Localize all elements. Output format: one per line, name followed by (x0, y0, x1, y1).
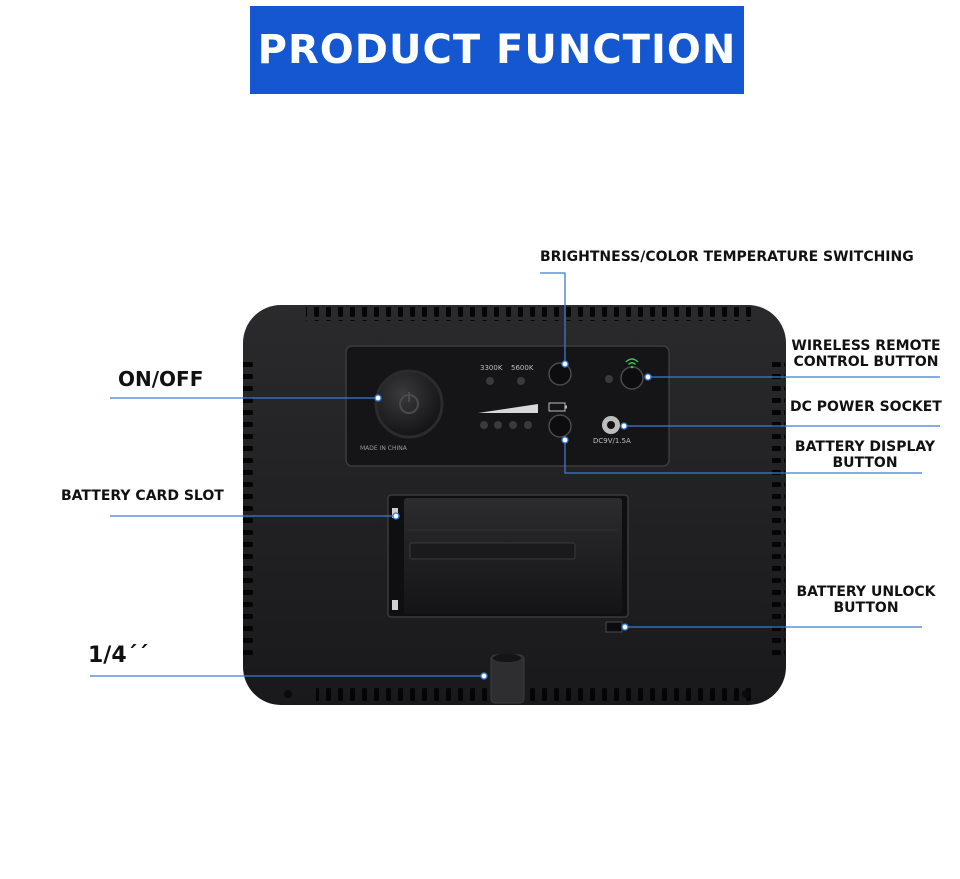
battery-ridge (409, 542, 576, 560)
callout-battery-unlock-line2: BUTTON (833, 600, 899, 616)
battery-unlock-button[interactable] (605, 621, 623, 633)
wifi-icon (625, 358, 639, 365)
led-3300k (486, 377, 494, 385)
status-led (605, 375, 613, 383)
callout-battery-display-line1: BATTERY DISPLAY (794, 439, 936, 455)
brightness-ramp (478, 404, 538, 413)
battery-display-button[interactable] (548, 414, 572, 438)
vent-bottom (316, 688, 756, 702)
wireless-remote-button[interactable] (620, 366, 644, 390)
page-title: PRODUCT FUNCTION (257, 27, 737, 73)
vent-top (306, 307, 754, 321)
slot-contact (392, 600, 398, 610)
callout-onoff: ON/OFF (118, 367, 204, 391)
callout-battery-unlock: BATTERY UNLOCK BUTTON (788, 584, 944, 616)
label-3300k: 3300K (480, 364, 503, 372)
callout-battery-unlock-line1: BATTERY UNLOCK (796, 584, 936, 600)
screw-hole (284, 690, 292, 698)
brightness-led (480, 421, 488, 429)
led-5600k (517, 377, 525, 385)
dc-rating-label: DC9V/1.5A (593, 437, 631, 445)
brightness-led (524, 421, 532, 429)
callout-battery-slot: BATTERY CARD SLOT (61, 488, 224, 504)
callout-brightness: BRIGHTNESS/COLOR TEMPERATURE SWITCHING (540, 249, 914, 265)
made-in-label: MADE IN CHINA (360, 445, 408, 452)
leader-dots (374, 360, 652, 680)
power-knob[interactable] (374, 369, 444, 439)
callout-battery-display: BATTERY DISPLAY BUTTON (788, 439, 942, 471)
vent-right (772, 362, 785, 662)
callout-battery-display-line2: BUTTON (832, 455, 898, 471)
callout-wireless-line2: CONTROL BUTTON (793, 354, 939, 370)
leader-lines (90, 272, 940, 677)
callout-wireless-line1: WIRELESS REMOTE (791, 338, 941, 354)
callout-wireless-remote: WIRELESS REMOTE CONTROL BUTTON (788, 338, 944, 370)
brightness-led (509, 421, 517, 429)
callout-dc-power: DC POWER SOCKET (790, 399, 942, 415)
mount-socket (490, 654, 525, 704)
vent-left (243, 362, 256, 662)
title-banner: PRODUCT FUNCTION (250, 6, 744, 94)
screw-hole (742, 690, 750, 698)
callout-mount: 1/4´´ (88, 643, 149, 668)
brightness-led (494, 421, 502, 429)
label-5600k: 5600K (511, 364, 534, 372)
brightness-switch-button[interactable] (548, 362, 572, 386)
